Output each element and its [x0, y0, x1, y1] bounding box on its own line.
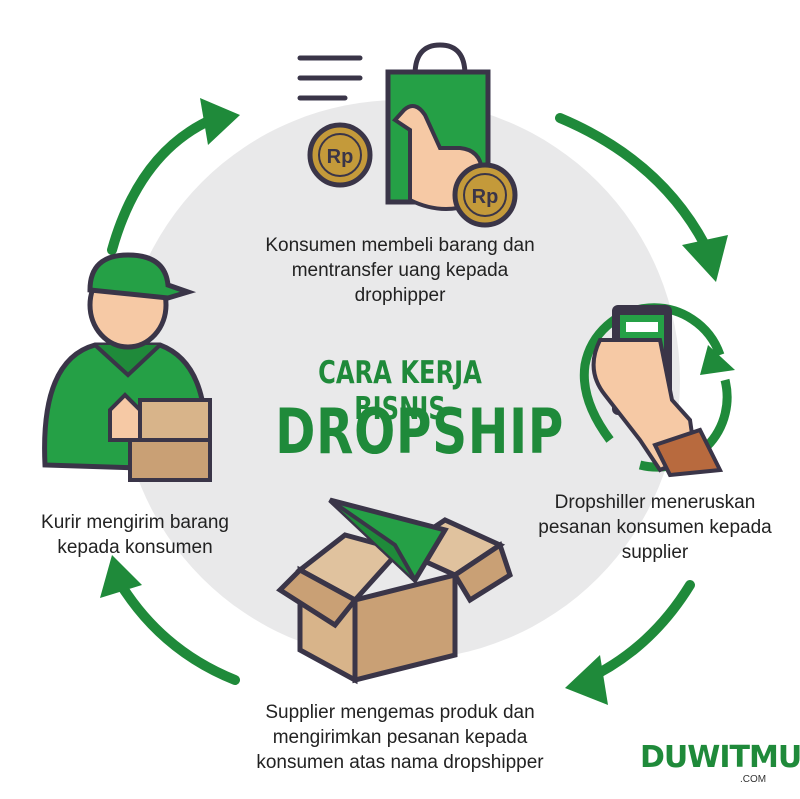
step-1-line-1: Konsumen membeli barang dan: [265, 235, 535, 256]
step-3-line-2: mengirimkan pesanan kepada: [272, 727, 528, 748]
logo-main: DUWITMU: [640, 740, 800, 775]
step-2-label: Dropshiller meneruskan pesanan konsumen …: [515, 490, 795, 565]
step-3-line-3: konsumen atas nama dropshipper: [256, 752, 544, 773]
logo-sub: .COM: [740, 774, 767, 785]
courier-icon: [42, 252, 212, 482]
coin-label-left: Rp: [327, 146, 354, 168]
phone-icon: [579, 303, 735, 478]
coin-label-right: Rp: [472, 186, 499, 208]
step-1-line-2: mentransfer uang kepada: [291, 260, 509, 281]
duwitmu-logo: DUWITMU .COM: [640, 740, 800, 790]
cycle-arrow-top-left: [107, 98, 240, 255]
title-line-1: CARA KERJA BISNIS: [318, 355, 482, 427]
title-line-2: DROPSHIP: [275, 395, 565, 468]
step-2-line-2: pesanan konsumen kepada: [538, 517, 772, 538]
step-4-line-2: kepada konsumen: [57, 537, 213, 558]
step-3-line-1: Supplier mengemas produk dan: [265, 702, 535, 723]
cycle-arrow-top-right: [555, 113, 728, 282]
coin-icon-right: [452, 162, 518, 228]
step-1-line-3: drophipper: [354, 285, 446, 306]
step-4-label: Kurir mengirim barang kepada konsumen: [15, 510, 255, 560]
step-3-label: Supplier mengemas produk dan mengirimkan…: [235, 700, 565, 775]
step-1-label: Konsumen membeli barang dan mentransfer …: [220, 233, 580, 308]
step-4-line-1: Kurir mengirim barang: [41, 512, 229, 533]
cycle-arrow-bottom-right: [565, 580, 695, 705]
step-2-line-3: supplier: [621, 542, 689, 563]
coin-icon-left: [307, 122, 373, 188]
cycle-arrow-bottom-left: [100, 555, 240, 685]
paper-plane-icon: [328, 497, 449, 584]
step-2-line-1: Dropshiller meneruskan: [554, 492, 756, 513]
